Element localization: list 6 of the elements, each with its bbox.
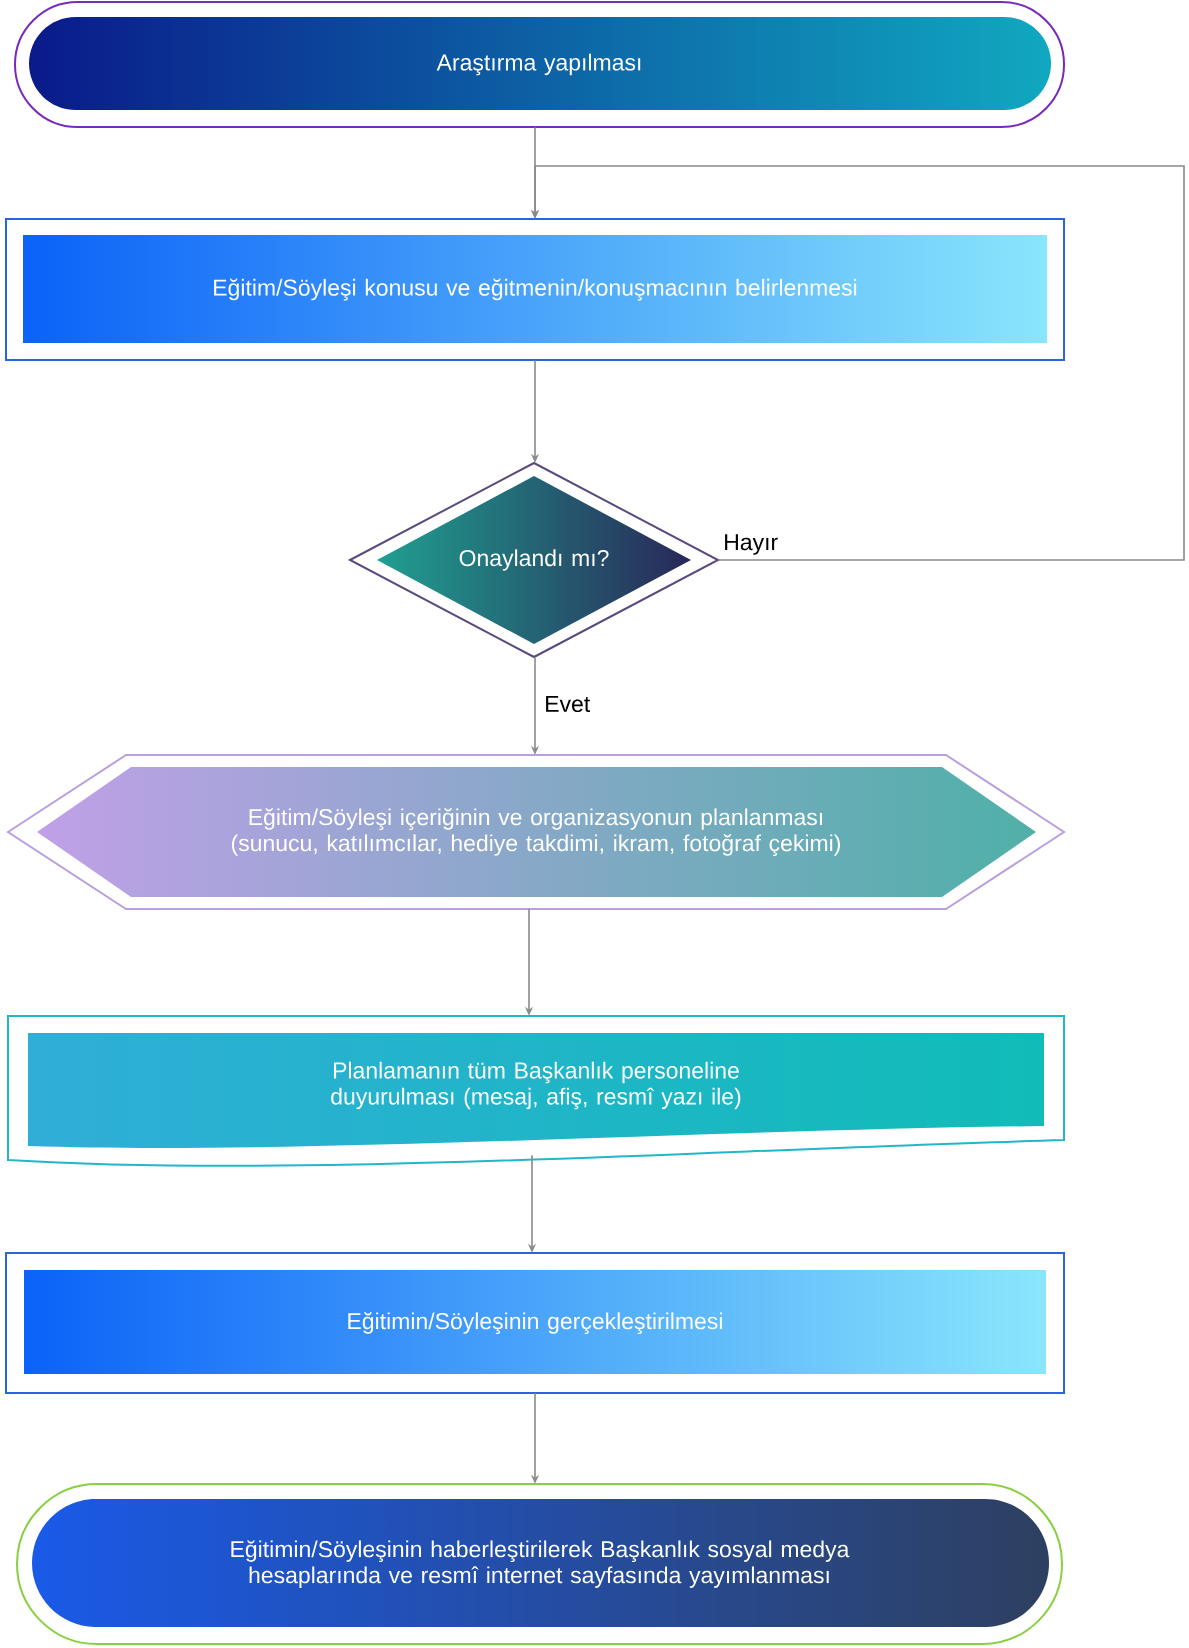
end-terminal: Eğitimin/Söyleşinin haberleştirilerek Başkanlık sosyal medya hesaplarında ve resmî internet sayfasında yayımlanması <box>16 1483 1063 1645</box>
edge-label: Evet <box>543 695 592 714</box>
start-terminal: Araştırma yapılması <box>14 1 1065 128</box>
process-box: Eğitim/Söyleşi konusu ve eğitmenin/konuşmacının belirlenmesi <box>5 218 1065 361</box>
edge-label: Hayır <box>722 533 780 556</box>
process-box: Eğitimin/Söyleşinin gerçekleştirilmesi <box>5 1252 1065 1394</box>
